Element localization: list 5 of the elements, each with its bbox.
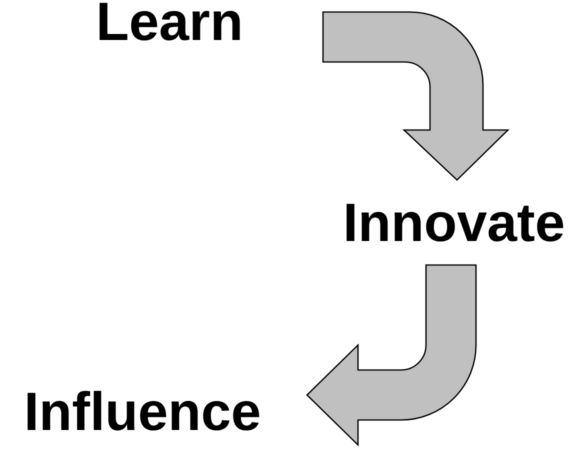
step-label: Innovate bbox=[343, 196, 566, 250]
curved-block-arrow bbox=[322, 11, 509, 181]
step-label: Influence bbox=[24, 385, 262, 439]
curved-block-arrow bbox=[306, 264, 477, 446]
step-label: Learn bbox=[96, 0, 244, 49]
